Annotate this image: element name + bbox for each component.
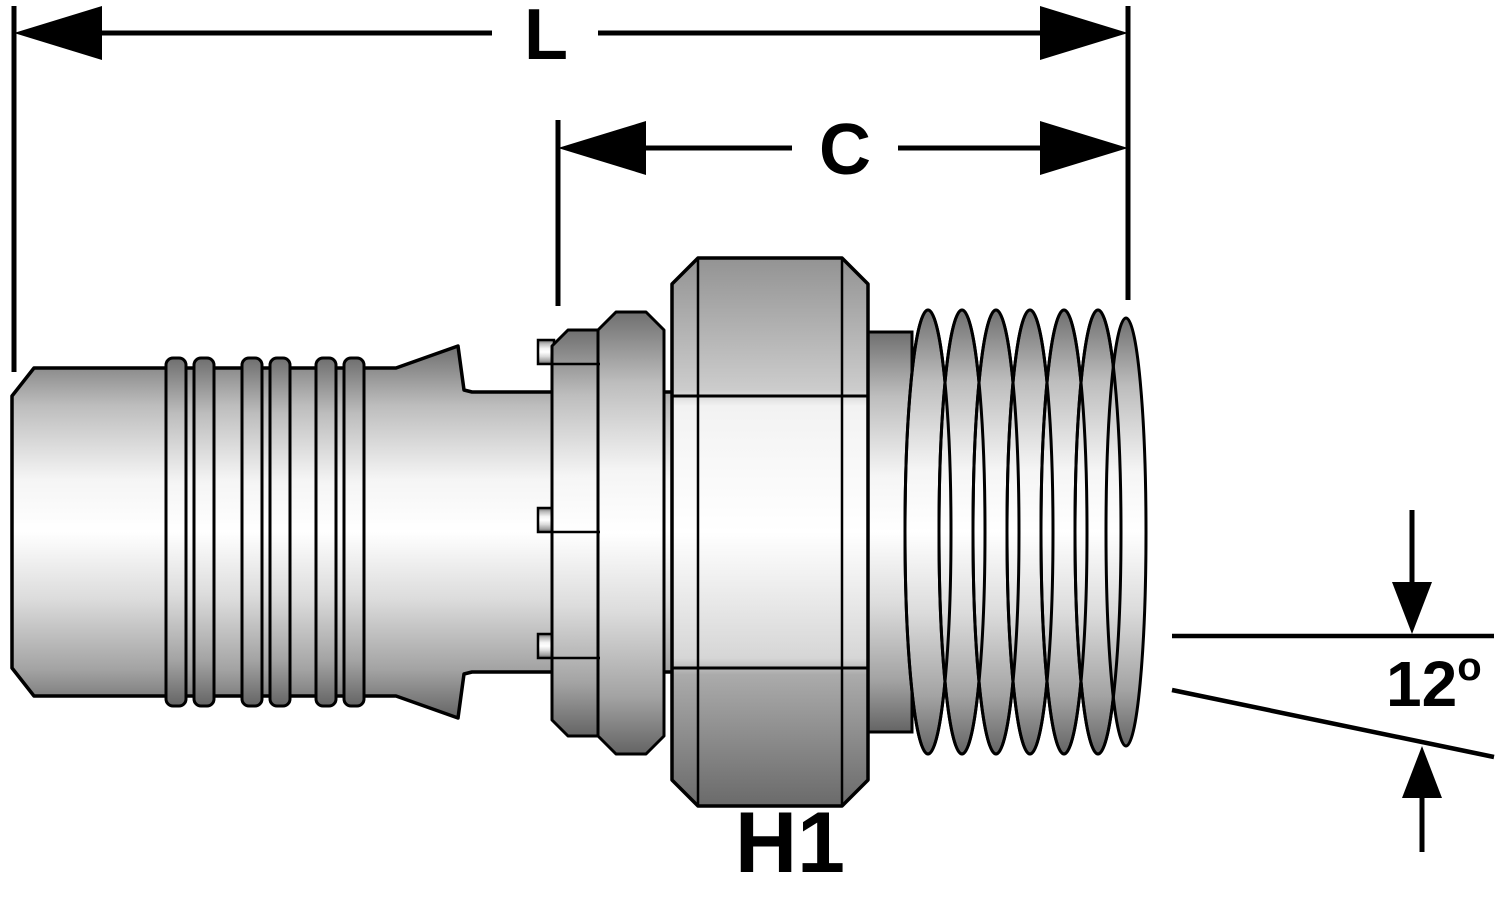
hex-size-label: H1 [735, 795, 845, 891]
angle-value: 12 [1386, 648, 1457, 720]
l-dimension: L [11, 0, 1131, 372]
barb-rib [192, 356, 216, 708]
barb-rib [164, 356, 188, 708]
angle-arrowhead-up [1402, 746, 1442, 798]
collar-outer-flange [596, 310, 666, 756]
c-dimension-label: C [819, 110, 871, 190]
barb-rib [314, 356, 338, 708]
angle-arrowhead-down [1392, 582, 1432, 634]
male-threads [903, 308, 1148, 756]
hex-nut [670, 256, 870, 808]
barb-rib [240, 356, 264, 708]
thread-crest-outline [1073, 308, 1123, 756]
thread-crest-outline [903, 308, 953, 756]
thread-crest-outline [971, 308, 1021, 756]
fitting-body [10, 256, 1148, 808]
barb-rib [268, 356, 292, 708]
l-arrowhead-left [14, 6, 102, 60]
l-arrowhead-right [1040, 6, 1128, 60]
angle-slope-line [1171, 687, 1495, 760]
angle-label: 12o [1386, 645, 1482, 720]
c-arrowhead-right [1040, 121, 1128, 175]
angle-annotation: 12o [1171, 510, 1495, 852]
c-arrowhead-left [558, 121, 646, 175]
thread-crest-outline [937, 308, 987, 756]
barb-rib [342, 356, 366, 708]
thread-crest-outline [1039, 308, 1089, 756]
c-dimension: C [555, 110, 1128, 306]
thread-end-cap [1104, 316, 1148, 748]
thread-crest-outline [1005, 308, 1055, 756]
angle-degree-symbol: o [1457, 645, 1481, 689]
l-dimension-label: L [524, 0, 568, 75]
